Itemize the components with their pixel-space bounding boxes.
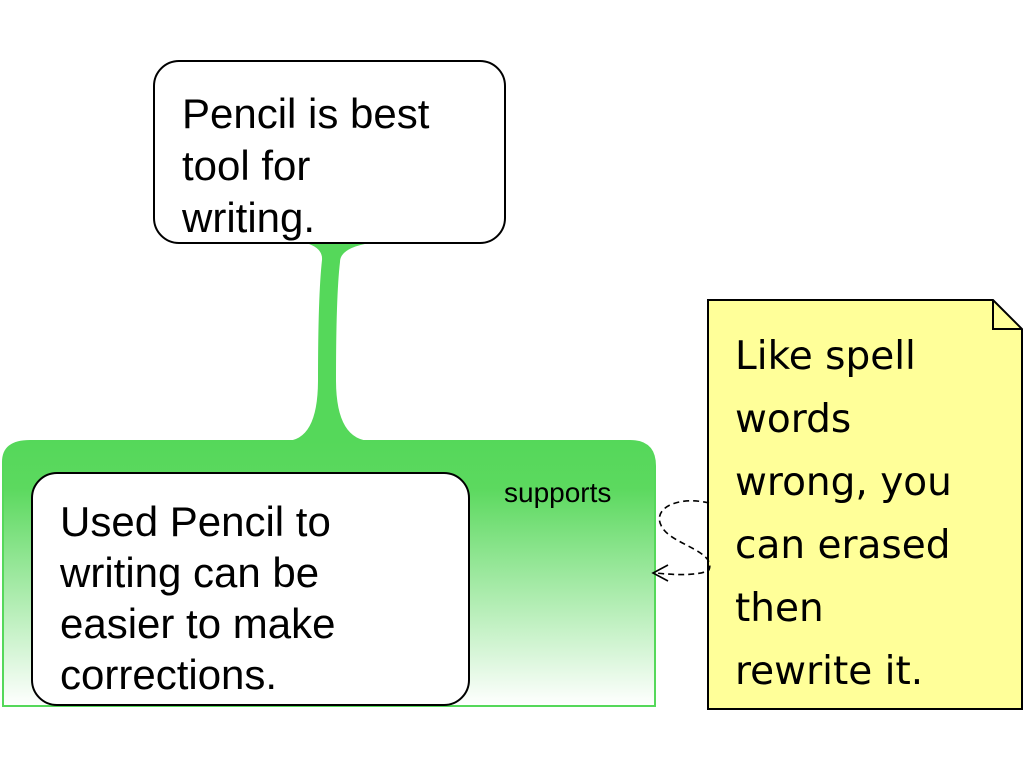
note-fold-corner <box>992 300 1022 330</box>
note-link-arrowhead <box>651 564 669 582</box>
supports-label: supports <box>504 477 612 508</box>
claim-text: Pencil is best tool for writing. <box>182 90 430 241</box>
support-connector <box>285 243 372 441</box>
claim-box[interactable]: Pencil is best tool for writing. <box>153 60 506 244</box>
note-link <box>655 500 711 576</box>
note-card[interactable] <box>707 299 1023 710</box>
reason-box[interactable]: Used Pencil to writing can be easier to … <box>31 472 470 706</box>
reason-text: Used Pencil to writing can be easier to … <box>60 498 336 698</box>
note-text: Like spell words wrong, you can erased t… <box>735 334 952 694</box>
